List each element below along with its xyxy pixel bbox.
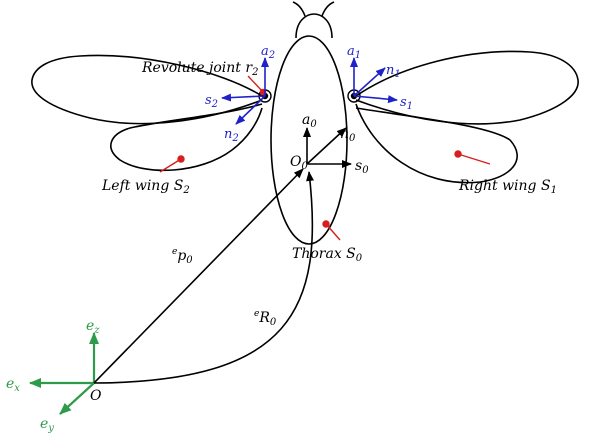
body-a-label: a0 bbox=[302, 112, 317, 130]
body-n-axis bbox=[306, 127, 347, 165]
insect-head bbox=[292, 1, 335, 39]
world-x-label: ex bbox=[6, 376, 20, 394]
right-s-label: s1 bbox=[400, 95, 413, 112]
left-n-label: n2 bbox=[224, 127, 239, 144]
body-s-label: s0 bbox=[355, 158, 369, 176]
world-origin-label: O bbox=[90, 388, 102, 404]
left-hindwing bbox=[110, 103, 263, 172]
body-n-label: n0 bbox=[340, 126, 356, 144]
world-z-label: ez bbox=[86, 318, 100, 336]
label-leaders bbox=[159, 75, 491, 241]
position-vector-label: ep0 bbox=[172, 247, 193, 266]
world-y-label: ey bbox=[40, 416, 54, 434]
left-wing-marker bbox=[177, 155, 185, 163]
transform-vectors bbox=[93, 168, 315, 384]
left-wing-label: Left wing S2 bbox=[101, 178, 190, 196]
left-wing-frame bbox=[221, 57, 269, 125]
right-n-axis bbox=[353, 67, 386, 97]
right-wing-marker bbox=[454, 150, 462, 158]
right-wing-leader bbox=[457, 153, 491, 165]
position-vector-line bbox=[93, 168, 304, 384]
joint-leader bbox=[247, 75, 264, 93]
rotation-arc bbox=[93, 171, 315, 384]
right-antenna bbox=[321, 1, 335, 17]
thorax-outline bbox=[270, 35, 348, 245]
thorax-marker bbox=[322, 220, 330, 228]
body-origin-label: O0 bbox=[290, 154, 308, 172]
right-wing-frame bbox=[350, 57, 398, 104]
right-n-label: n1 bbox=[386, 63, 401, 80]
world-frame bbox=[29, 332, 99, 415]
left-n-axis bbox=[235, 95, 266, 125]
right-hindwing bbox=[355, 103, 518, 184]
head-outline bbox=[295, 13, 333, 39]
left-s-label: s2 bbox=[205, 93, 218, 110]
right-wing-label: Right wing S1 bbox=[458, 178, 557, 196]
left-wing-leader bbox=[159, 158, 182, 173]
revolute-joint-label: Revolute joint r2 bbox=[141, 60, 258, 78]
left-s-axis bbox=[221, 93, 266, 102]
right-s-axis bbox=[353, 95, 398, 104]
rotation-label: eR0 bbox=[254, 309, 277, 328]
right-a-label: a1 bbox=[347, 44, 361, 61]
world-y-axis bbox=[59, 382, 95, 415]
wings bbox=[31, 50, 579, 184]
body-frame bbox=[303, 127, 352, 168]
thorax-label: Thorax S0 bbox=[292, 246, 363, 264]
left-antenna bbox=[292, 1, 306, 17]
left-a-label: a2 bbox=[261, 44, 275, 61]
